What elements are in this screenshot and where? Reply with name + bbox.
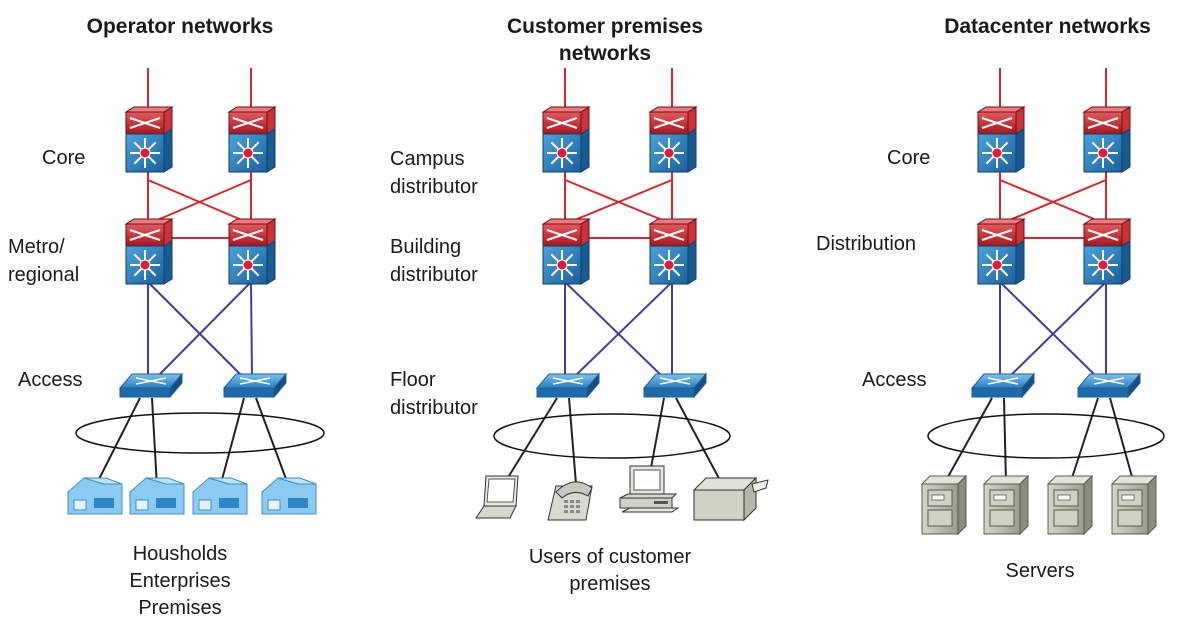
distribution-router-icon [648,218,698,285]
panel-title-datacenter: Datacenter networks [944,15,1151,38]
house-icon [67,477,123,515]
laptop-icon [475,475,519,519]
core-router-icon [976,106,1026,173]
server-icon [982,474,1030,536]
access-switch-icon [970,372,1036,399]
house-icon [192,477,248,515]
house-icon [261,477,317,515]
endpoint-link-datacenter [1109,397,1135,485]
desktop-computer-icon [619,465,680,513]
distribution-router-icon [227,218,277,285]
core-router-icon [227,106,277,173]
endpoint-link-operator [94,397,141,488]
endpoint-link-datacenter [1003,397,1007,485]
tier-label-core: Core [42,147,86,169]
tier-label-access: Access [18,369,83,391]
endpoint-link-customer-premises [568,397,577,485]
endpoint-link-customer-premises [503,397,558,485]
distribution-router-icon [541,218,591,285]
access-link-operator [250,281,253,379]
endpoint-link-customer-premises [675,397,723,485]
telephone-icon [547,481,593,521]
access-cross-link-customer-premises [564,281,665,379]
access-switch-icon [535,372,601,399]
access-cross-link-datacenter [999,281,1099,379]
tier-label-distribution: Distribution [816,233,917,255]
distribution-router-icon [976,218,1026,285]
server-icon [1110,474,1158,536]
endpoint-link-operator [255,397,290,488]
access-switch-icon [642,372,708,399]
access-switch-icon [118,372,184,399]
access-switch-icon [222,372,288,399]
tier-label-floor-distributor: Floor distributor [390,369,478,419]
panel-title-customer-premises: Customer premises networks [506,15,704,65]
core-cross-link-datacenter [999,179,1107,225]
tier-label-campus-distributor: Campus distributor [390,148,478,198]
core-router-icon [541,106,591,173]
access-domain-ellipse-customer-premises [493,413,731,459]
access-domain-ellipse-operator [75,412,325,454]
access-domain-ellipse-datacenter [927,413,1165,459]
tier-label-core: Core [887,147,931,169]
tier-label-access: Access [862,369,927,391]
server-icon [1046,474,1094,536]
core-router-icon [124,106,174,173]
access-cross-link-operator [147,281,245,379]
endpoint-link-datacenter [943,397,993,485]
tier-label-building-distributor: Building distributor [390,236,478,286]
endpoint-link-datacenter [1069,397,1099,485]
access-cross-link-customer-premises [572,281,673,379]
caption-datacenter: Servers [1005,560,1075,582]
access-switch-icon [1076,372,1142,399]
endpoint-link-operator [151,397,158,488]
caption-operator: Housholds Enterprises Premises [129,543,231,619]
core-cross-link-operator [147,179,252,225]
printer-icon [692,476,769,522]
distribution-router-icon [124,218,174,285]
core-router-icon [648,106,698,173]
house-icon [129,477,185,515]
core-router-icon [1082,106,1132,173]
server-icon [920,474,968,536]
access-cross-link-operator [155,281,252,379]
access-cross-link-datacenter [1007,281,1107,379]
caption-customer-premises: Users of customer premises [528,546,692,595]
tier-label-metro-regional: Metro/ regional [8,236,80,286]
distribution-router-icon [1082,218,1132,285]
endpoint-link-operator [219,397,245,488]
core-cross-link-customer-premises [564,179,673,225]
panel-title-operator: Operator networks [86,15,274,38]
